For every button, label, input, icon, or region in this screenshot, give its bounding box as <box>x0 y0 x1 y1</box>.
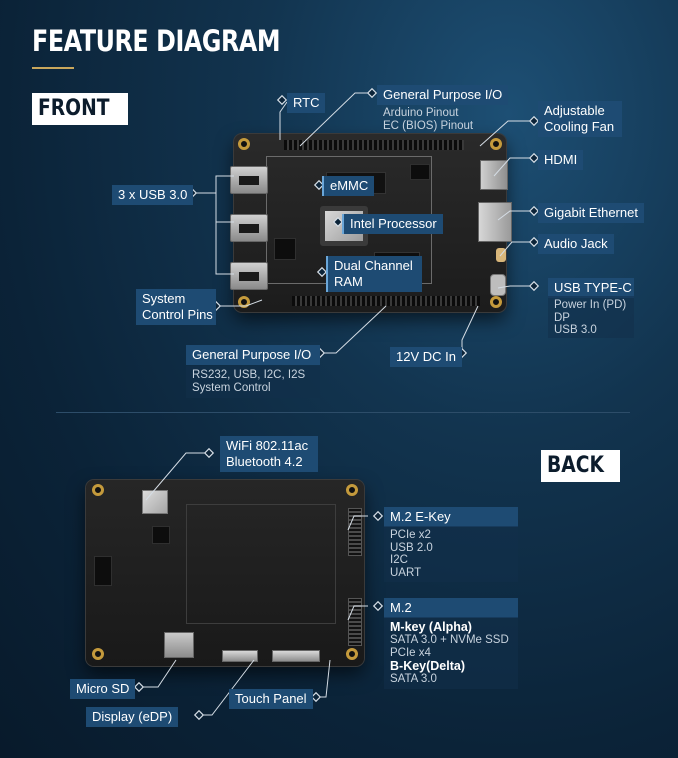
component <box>152 526 170 544</box>
title-underline <box>32 67 74 69</box>
m2-callout: M.2 <box>384 598 518 618</box>
ram-callout: Dual Channel RAM <box>326 256 422 292</box>
mount-hole <box>92 484 104 496</box>
gpio-top-description: Arduino Pinout EC (BIOS) Pinout <box>383 107 474 132</box>
dc-in-callout: 12V DC In <box>390 347 462 367</box>
m2-ekey-description: PCIe x2 USB 2.0 I2C UART <box>384 526 518 582</box>
wifi-module <box>142 490 168 514</box>
gpio-top-callout: General Purpose I/O <box>377 85 509 105</box>
m2-description: M-key (Alpha) SATA 3.0 + NVMe SSD PCIe x… <box>384 617 518 689</box>
rtc-callout: RTC <box>287 93 326 113</box>
gpio-header-bottom <box>292 296 480 306</box>
usb3-leader <box>192 175 234 275</box>
ethernet-callout: Gigabit Ethernet <box>538 203 644 223</box>
gpio-header-top <box>284 140 464 150</box>
hdmi-callout: HDMI <box>538 150 584 170</box>
hdmi-port <box>480 160 508 190</box>
front-label: FRONT <box>32 93 129 125</box>
mount-hole <box>92 648 104 660</box>
page-title: FEATURE DIAGRAM <box>32 24 281 58</box>
usb-port <box>230 262 268 290</box>
mount-hole <box>490 296 502 308</box>
micro-sd-slot <box>164 632 194 658</box>
component <box>274 238 296 260</box>
m2-ekey-callout: M.2 E-Key <box>384 507 518 527</box>
wifi-callout: WiFi 802.11ac Bluetooth 4.2 <box>220 436 318 472</box>
touch-panel-callout: Touch Panel <box>229 689 313 709</box>
cpu-callout: Intel Processor <box>342 214 443 234</box>
usb-port <box>230 214 268 242</box>
touch-connector <box>272 650 320 662</box>
back-board-image <box>86 480 364 666</box>
component <box>410 164 430 180</box>
ethernet-port <box>478 202 512 242</box>
mount-hole <box>346 648 358 660</box>
micro-sd-callout: Micro SD <box>70 679 136 699</box>
system-control-callout: System Control Pins <box>136 289 216 325</box>
edp-callout: Display (eDP) <box>86 707 179 727</box>
fan-callout: Adjustable Cooling Fan <box>538 101 622 137</box>
component <box>94 556 112 586</box>
m2-slot <box>348 598 362 646</box>
gpio-bottom-leader <box>320 305 387 354</box>
mount-hole <box>346 484 358 496</box>
dc-in-leader <box>461 305 479 355</box>
usb3-callout: 3 x USB 3.0 <box>112 185 194 205</box>
m2-ekey-slot <box>348 508 362 556</box>
section-divider <box>56 412 630 413</box>
emmc-callout: eMMC <box>322 176 375 196</box>
usb-c-port <box>490 274 506 296</box>
typec-callout: USB TYPE-C <box>548 278 634 298</box>
mount-hole <box>238 296 250 308</box>
mount-hole <box>490 138 502 150</box>
audio-callout: Audio Jack <box>538 234 614 254</box>
back-label: BACK <box>541 450 620 482</box>
audio-jack-port <box>496 248 506 262</box>
usb-port <box>230 166 268 194</box>
gpio-bottom-description: RS232, USB, I2C, I2S System Control <box>186 366 320 398</box>
mount-hole <box>238 138 250 150</box>
underside-outline <box>186 504 336 624</box>
gpio-bottom-callout: General Purpose I/O <box>186 345 320 365</box>
edp-connector <box>222 650 258 662</box>
typec-description: Power In (PD) DP USB 3.0 <box>548 296 634 338</box>
